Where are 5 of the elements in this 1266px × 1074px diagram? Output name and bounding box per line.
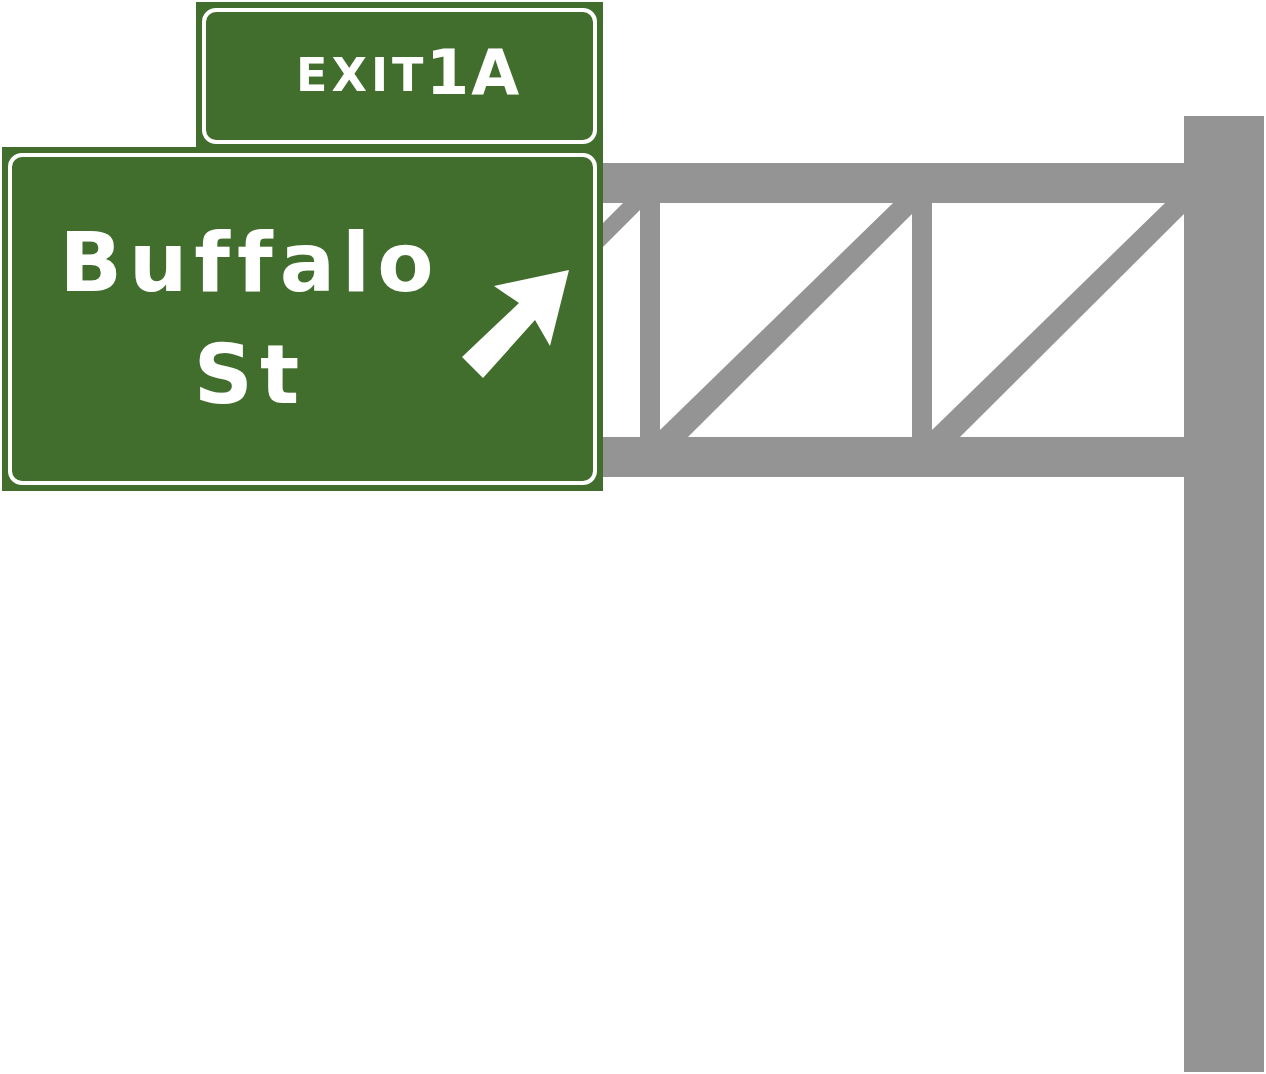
- destination-name: Buffalo St: [58, 214, 442, 424]
- exit-word: EXIT: [296, 52, 428, 98]
- exit-number: 1A: [426, 42, 522, 104]
- guide-sign-panel: [2, 147, 603, 491]
- exit-number-panel: [196, 2, 603, 150]
